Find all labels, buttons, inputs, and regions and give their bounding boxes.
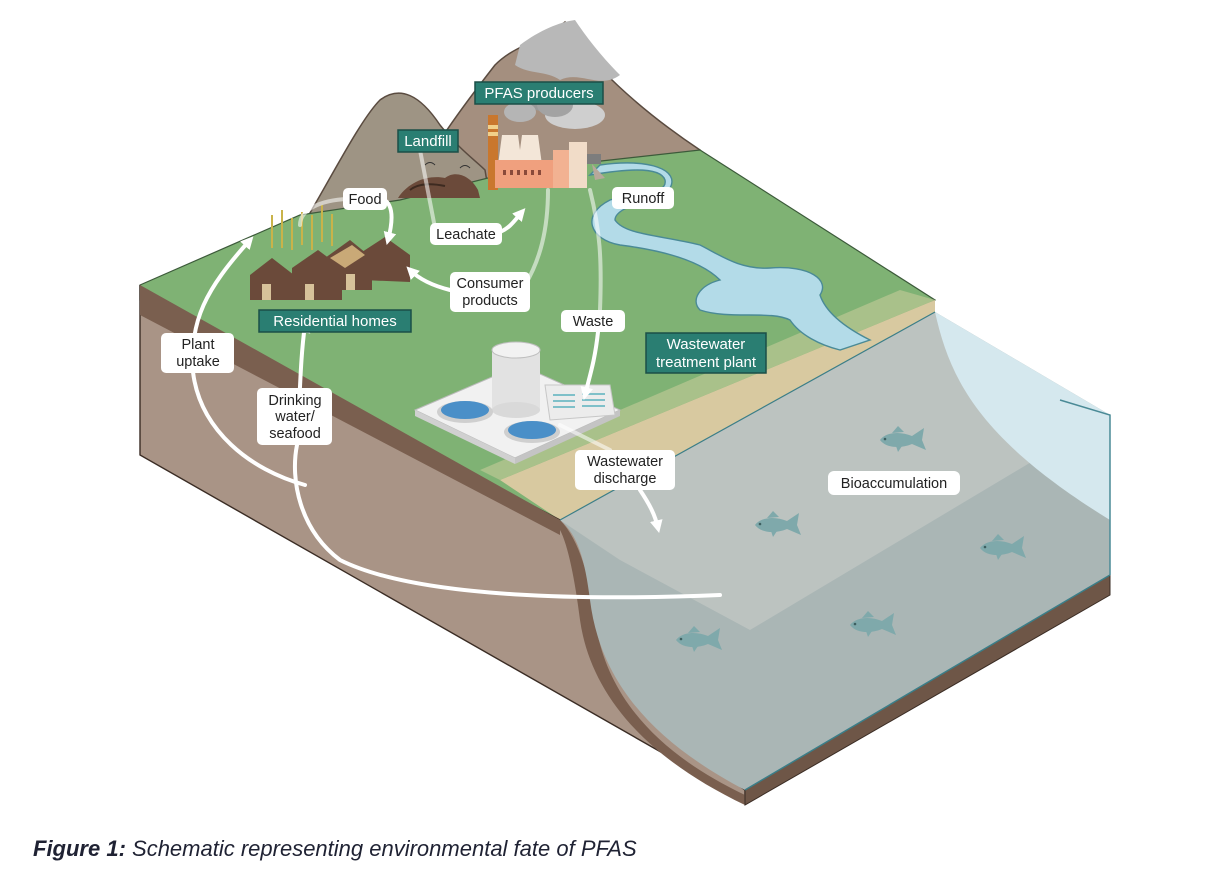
label-residential-homes: Residential homes (258, 309, 412, 333)
label-leachate: Leachate (430, 223, 502, 245)
svg-text:Wastewater: Wastewater (667, 336, 746, 353)
svg-text:Drinking: Drinking (268, 393, 321, 409)
svg-text:Plant: Plant (181, 337, 214, 353)
svg-text:Residential homes: Residential homes (273, 313, 396, 330)
residential-houses (250, 237, 410, 300)
svg-text:Wastewater: Wastewater (587, 454, 663, 470)
waste-arrow (580, 330, 600, 400)
label-waste: Waste (561, 310, 625, 332)
flow-arrows (190, 148, 722, 600)
wastewater-discharge-arrow (638, 488, 663, 533)
consumer-products-arrow (406, 266, 452, 292)
svg-text:Food: Food (348, 192, 381, 208)
label-bioaccumulation: Bioaccumulation (828, 471, 960, 495)
wastewater-plant (413, 341, 622, 464)
caption-prefix: Figure 1: (33, 836, 126, 861)
svg-text:treatment plant: treatment plant (656, 354, 757, 371)
wastewater-discharge-source-line (558, 423, 612, 452)
leachate-source-line (418, 148, 437, 230)
waste-source-line (588, 188, 603, 312)
label-pfas-producers: PFAS producers (474, 81, 604, 105)
crops (271, 205, 333, 250)
caption-text: Schematic representing environmental fat… (125, 836, 637, 861)
svg-text:products: products (462, 293, 518, 309)
svg-text:uptake: uptake (176, 354, 220, 370)
svg-text:Runoff: Runoff (622, 191, 665, 207)
landfill-pile (398, 162, 480, 198)
food-source-line (298, 197, 350, 227)
svg-text:Landfill: Landfill (404, 133, 452, 150)
pfas-fate-diagram: PFAS producers Landfill Residential home… (139, 20, 1111, 806)
label-food: Food (343, 188, 387, 210)
label-drinking-water-seafood: Drinking water/ seafood (257, 388, 332, 445)
label-consumer-products: Consumer products (450, 272, 530, 312)
svg-text:Waste: Waste (573, 314, 614, 330)
svg-text:Bioaccumulation: Bioaccumulation (841, 476, 947, 492)
svg-text:water/: water/ (274, 409, 315, 425)
label-plant-uptake: Plant uptake (161, 333, 234, 373)
river (587, 162, 872, 351)
svg-text:discharge: discharge (594, 471, 657, 487)
label-wastewater-discharge: Wastewater discharge (575, 450, 675, 490)
leachate-arrow (498, 208, 526, 234)
label-landfill: Landfill (397, 129, 459, 153)
svg-text:PFAS producers: PFAS producers (484, 85, 593, 102)
svg-text:seafood: seafood (269, 426, 321, 442)
label-runoff: Runoff (612, 187, 674, 209)
svg-text:Leachate: Leachate (436, 227, 496, 243)
label-wastewater-treatment-plant: Wastewater treatment plant (645, 332, 767, 374)
svg-text:Consumer: Consumer (457, 276, 524, 292)
figure-caption: Figure 1: Schematic representing environ… (33, 836, 637, 862)
